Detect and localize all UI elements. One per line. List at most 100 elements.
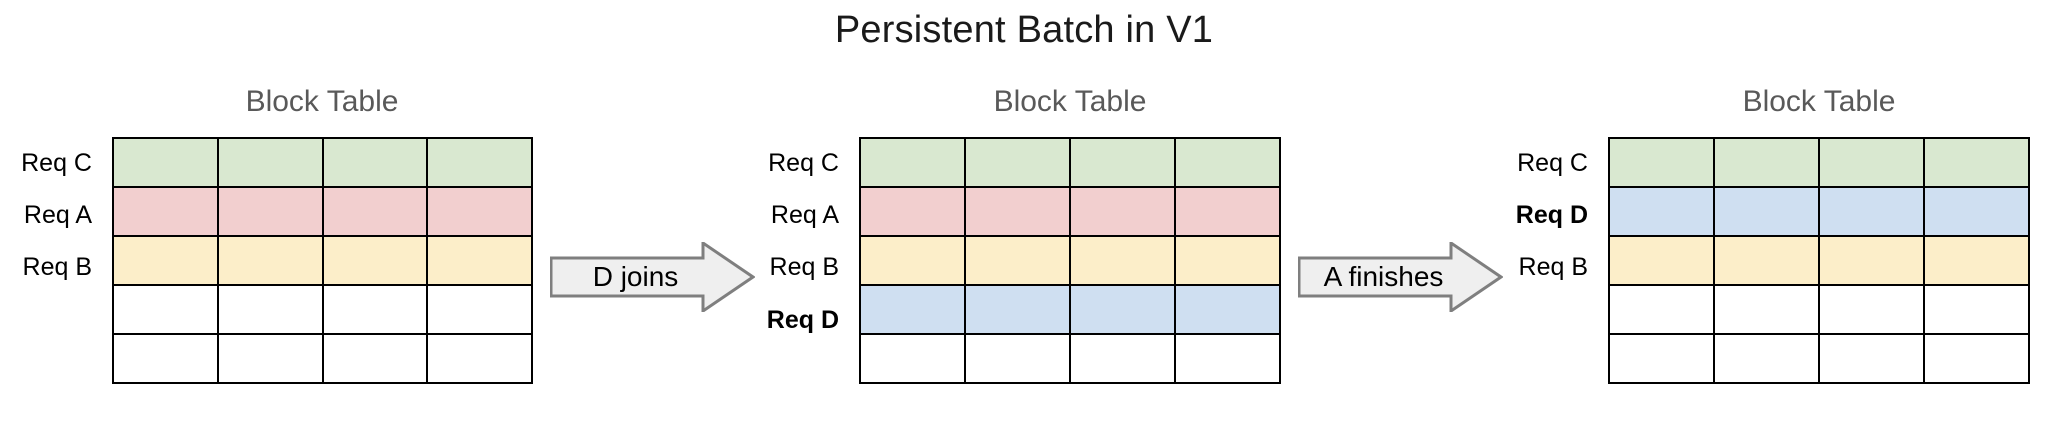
row-label-column: Req C Req A Req B [0,137,92,398]
block-table-row [112,186,533,237]
arrow-shape-icon [1298,242,1503,312]
block-table-title: Block Table [245,85,399,118]
block-cell[interactable] [112,235,219,286]
block-cell[interactable] [321,137,429,188]
block-cell[interactable] [1174,137,1281,188]
block-cell[interactable] [426,235,533,286]
block-table-row [112,284,533,335]
row-label: Req C [1517,149,1588,177]
block-cell[interactable] [216,235,324,286]
block-table-row [1608,137,2030,188]
block-cell[interactable] [964,333,1071,384]
block-cell[interactable] [964,186,1071,237]
row-label: Req A [23,201,92,230]
block-cell[interactable] [1923,235,2030,286]
block-cell[interactable] [859,284,966,335]
block-cell[interactable] [426,284,533,335]
row-label: Req B [1518,253,1588,282]
block-cell[interactable] [426,333,533,384]
block-table-row [1608,235,2030,286]
block-cell[interactable] [1923,333,2030,384]
block-table-row [859,333,1281,384]
block-cell[interactable] [321,235,429,286]
transition-label: D joins [592,261,679,292]
block-cell[interactable] [1818,284,1925,335]
transition-a-finishes: A finishes [1298,242,1503,312]
block-table-row [112,333,533,384]
transition-d-joins: D joins [550,242,755,312]
row-label: Req D [1515,201,1588,230]
block-cell[interactable] [1923,186,2030,237]
block-cell[interactable] [859,137,966,188]
block-cell[interactable] [1069,235,1176,286]
block-cell[interactable] [964,284,1071,335]
block-cell[interactable] [1174,333,1281,384]
block-cell[interactable] [216,284,324,335]
block-table-row [1608,284,2030,335]
row-label-empty [629,346,839,398]
block-cell[interactable] [321,333,429,384]
block-cell[interactable] [321,284,429,335]
block-cell[interactable] [1713,235,1820,286]
block-cell[interactable] [112,186,219,237]
block-cell[interactable] [112,284,219,335]
block-cell[interactable] [1818,137,1925,188]
block-cell[interactable] [1713,137,1820,188]
block-cell[interactable] [1174,284,1281,335]
block-cell[interactable] [1174,186,1281,237]
row-label: Req C [21,149,92,177]
block-cell[interactable] [1713,333,1820,384]
block-cell[interactable] [1069,284,1176,335]
block-table-row [1608,333,2030,384]
block-cell[interactable] [1608,137,1715,188]
block-table-title: Block Table [1742,85,1896,118]
block-cell[interactable] [1713,284,1820,335]
block-cell[interactable] [1818,186,1925,237]
block-cell[interactable] [964,235,1071,286]
row-label-empty [0,346,92,398]
block-cell[interactable] [1174,235,1281,286]
block-table-row [112,235,533,286]
block-cell[interactable] [1818,333,1925,384]
block-cell[interactable] [1713,186,1820,237]
block-table-row [859,284,1281,335]
block-cell[interactable] [216,333,324,384]
block-cell[interactable] [1608,284,1715,335]
block-cell[interactable] [1069,137,1176,188]
block-cell[interactable] [1069,186,1176,237]
row-label-empty [0,294,92,346]
row-label: Req D [766,305,839,334]
block-cell[interactable] [321,186,429,237]
block-cell[interactable] [1818,235,1925,286]
row-label-empty [1378,346,1588,398]
block-cell[interactable] [112,137,219,188]
block-cell[interactable] [1608,186,1715,237]
block-cell[interactable] [112,333,219,384]
block-cell[interactable] [216,186,324,237]
row-label: Req B [769,253,839,282]
block-cell[interactable] [1069,333,1176,384]
block-cell[interactable] [964,137,1071,188]
block-table-row [859,186,1281,237]
block-cell[interactable] [1923,284,2030,335]
row-label-column: Req C Req D Req B [1378,137,1588,398]
block-cell[interactable] [1608,235,1715,286]
page-title: Persistent Batch in V1 [834,9,1214,51]
block-cell[interactable] [1923,137,2030,188]
block-table-row [1608,186,2030,237]
block-cell[interactable] [859,235,966,286]
arrow-shape-icon [550,242,755,312]
block-table-title: Block Table [993,85,1147,118]
block-cell[interactable] [859,186,966,237]
block-cell[interactable] [859,333,966,384]
block-cell[interactable] [216,137,324,188]
block-cell[interactable] [1608,333,1715,384]
block-cell[interactable] [426,137,533,188]
block-table [112,137,533,384]
block-cell[interactable] [426,186,533,237]
transition-label: A finishes [1323,261,1444,292]
block-table-row [859,137,1281,188]
row-label: Req B [22,253,92,282]
block-table-row [859,235,1281,286]
